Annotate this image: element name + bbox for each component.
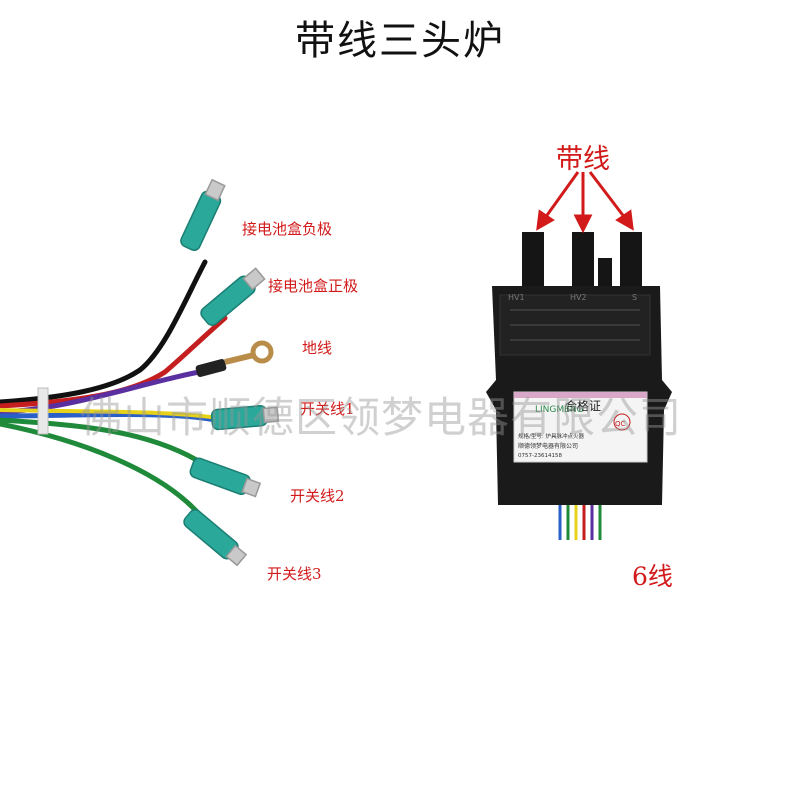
- connector-battery-negative: [180, 178, 226, 252]
- connector-switch1: [210, 404, 280, 431]
- connector-battery-positive: [200, 267, 266, 326]
- yellow-wire: [0, 408, 232, 422]
- connector-switch3: [183, 509, 248, 567]
- wire-bundle: [0, 259, 232, 518]
- black-wire: [0, 259, 208, 405]
- watermark-text: 佛山市顺德区领梦电器有限公司: [80, 393, 683, 442]
- port-hv2-label: HV2: [570, 293, 587, 302]
- label-ground: 地线: [302, 339, 333, 357]
- sticker-model: 规格/型号: 炉具脉冲点火器: [518, 432, 584, 440]
- sticker-company: 顺德领梦电器有限公司: [518, 442, 578, 450]
- sticker-qc: QC: [615, 420, 626, 428]
- callout-six-wire: 6线: [632, 562, 673, 591]
- port-hv1-label: HV1: [508, 293, 525, 302]
- sticker-phone: 0757-23614158: [518, 453, 562, 459]
- sticker-brand: LINGMENG: [535, 405, 584, 415]
- label-battery-negative: 接电池盒负极: [242, 220, 333, 238]
- port-s-label: S: [632, 293, 637, 302]
- green-wire-2: [0, 421, 203, 518]
- sticker-title: 合格证: [565, 398, 601, 413]
- label-switch1: 开关线1: [300, 400, 355, 418]
- callout-with-wire: 带线: [556, 144, 610, 175]
- ground-ring-terminal: [195, 340, 274, 378]
- connector-switch2: [189, 457, 262, 498]
- callout-arrows: [536, 171, 634, 234]
- label-switch3: 开关线3: [267, 565, 322, 583]
- label-switch2: 开关线2: [290, 487, 345, 505]
- red-wire: [0, 315, 228, 409]
- spade-connectors: [180, 178, 280, 567]
- cable-tie: [37, 387, 49, 435]
- page-title: 带线三头炉: [295, 18, 505, 64]
- device-top-cables: [522, 232, 642, 288]
- certificate-sticker: [513, 391, 648, 463]
- label-battery-positive: 接电池盒正极: [268, 277, 359, 295]
- green-wire-1: [0, 417, 208, 468]
- ignition-device: LINGMENG 合格证 QC 规格/型号: 炉具脉冲点火器 顺德领梦电器有限公…: [486, 286, 672, 540]
